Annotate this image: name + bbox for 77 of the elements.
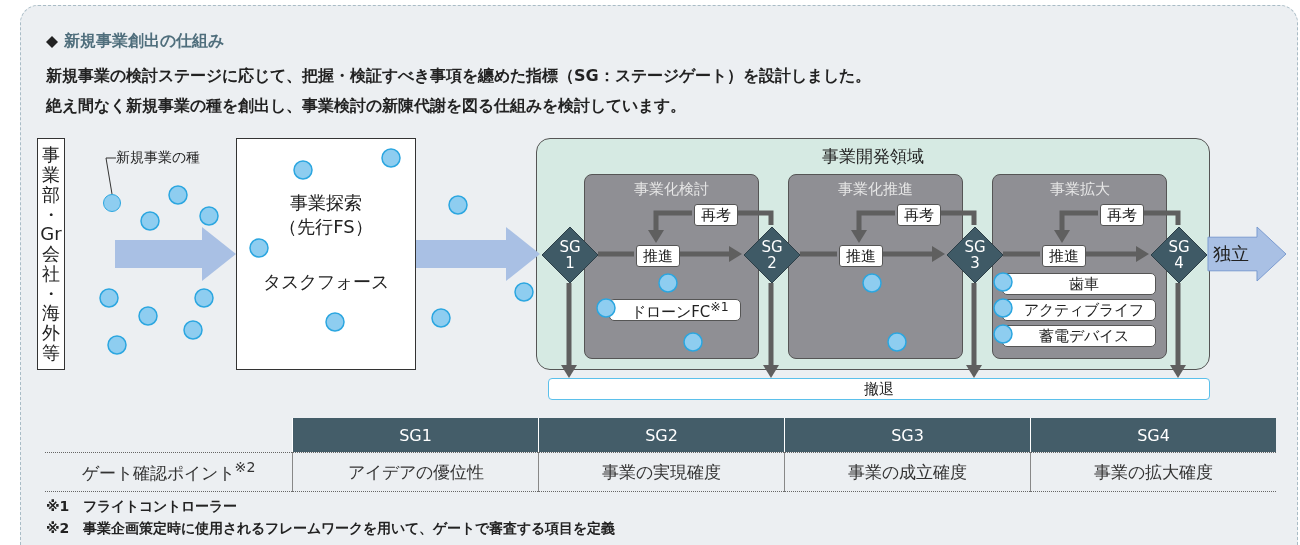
flow-arrow bbox=[561, 283, 577, 378]
block-arrow bbox=[115, 227, 236, 281]
region-title: 事業開発領域 bbox=[821, 145, 925, 168]
intro-text: 絶え間なく新規事業の種を創出し、事業検討の新陳代謝を図る仕組みを検討しています。 bbox=[46, 96, 686, 117]
action-box bbox=[1100, 204, 1144, 226]
flow-arrow bbox=[1084, 246, 1149, 262]
flow-arrow bbox=[678, 246, 742, 262]
leader-line bbox=[1003, 251, 1040, 257]
action-label: 推進 bbox=[1049, 246, 1079, 266]
stage-title: 事業化検討 bbox=[633, 180, 710, 199]
action-box bbox=[897, 204, 941, 226]
action-box bbox=[839, 245, 883, 267]
stage-panel bbox=[992, 174, 1167, 359]
stage-title: 事業化推進 bbox=[837, 180, 914, 199]
action-label: 推進 bbox=[643, 246, 673, 266]
flow-arrow bbox=[881, 246, 945, 262]
stage-title: 事業拡大 bbox=[1048, 180, 1111, 199]
stage-panel bbox=[584, 174, 759, 359]
gate-diamond bbox=[946, 226, 1004, 284]
flow-arrow bbox=[1054, 210, 1098, 243]
independence-arrow bbox=[1207, 226, 1287, 282]
source-box bbox=[37, 138, 65, 370]
project-tag bbox=[1002, 299, 1156, 321]
gate-label: SG 4 bbox=[1167, 238, 1191, 272]
source-label: 事業部・Gr会社・海外等 bbox=[39, 145, 63, 363]
footnote: ※2 事業企画策定時に使用されるフレームワークを用いて、ゲートで審査する項目を定義 bbox=[46, 520, 616, 538]
action-label: 推進 bbox=[846, 246, 876, 266]
exploration-box bbox=[236, 138, 416, 370]
flow-arrow bbox=[763, 283, 779, 378]
project-name: 歯車 bbox=[1069, 274, 1099, 294]
stage-panel bbox=[788, 174, 963, 359]
table-cell: 事業の実現確度 bbox=[538, 452, 784, 492]
withdrawal-bar bbox=[548, 378, 1210, 400]
table-cell: 事業の拡大確度 bbox=[1030, 452, 1276, 492]
gate-label: SG 3 bbox=[963, 238, 987, 272]
leader-line bbox=[800, 251, 837, 257]
gate-diamond bbox=[1150, 226, 1208, 284]
leader-line bbox=[105, 157, 117, 195]
project-tag bbox=[609, 299, 741, 321]
table-header-cell: SG4 bbox=[1030, 418, 1276, 452]
development-region bbox=[536, 138, 1210, 370]
action-box bbox=[694, 204, 738, 226]
flow-arrow bbox=[1170, 283, 1186, 378]
project-tag bbox=[1002, 273, 1156, 295]
box-subtitle: タスクフォース bbox=[263, 269, 389, 294]
seed-label: 新規事業の種 bbox=[116, 148, 226, 168]
table-header-cell: SG3 bbox=[784, 418, 1030, 452]
gate-diamond bbox=[743, 226, 801, 284]
action-box bbox=[636, 245, 680, 267]
action-label: 再考 bbox=[701, 205, 731, 225]
gate-label: SG 1 bbox=[558, 238, 582, 272]
table-header-cell: SG2 bbox=[538, 418, 784, 452]
table-cell: アイデアの優位性 bbox=[292, 452, 538, 492]
table-header-cell: SG1 bbox=[292, 418, 538, 452]
table-cell: 事業の成立確度 bbox=[784, 452, 1030, 492]
action-label: 再考 bbox=[1107, 205, 1137, 225]
project-name: アクティブライフ bbox=[1024, 300, 1144, 320]
intro-text: 新規事業の検討ステージに応じて、把握・検証すべき事項を纏めた指標（SG：ステージゲート）を設計しました。 bbox=[46, 66, 871, 87]
table-cell: ゲート確認ポイント$^{※2}$ bbox=[45, 452, 292, 492]
action-label: 再考 bbox=[904, 205, 934, 225]
project-name: 蓄電デバイス bbox=[1039, 326, 1129, 346]
project-name: ドローンFC$^{※1}$ bbox=[631, 298, 729, 322]
independence-label: 独立 bbox=[1213, 242, 1249, 266]
gate-label: SG 2 bbox=[760, 238, 784, 272]
leader-line bbox=[1142, 210, 1181, 225]
flow-arrow bbox=[851, 210, 895, 243]
leader-line bbox=[736, 210, 774, 225]
project-tag bbox=[1002, 325, 1156, 347]
leader-line bbox=[598, 251, 634, 257]
withdrawal-label: 撤退 bbox=[864, 379, 894, 399]
leader-line bbox=[939, 210, 977, 225]
footnote: ※1 フライトコントローラー bbox=[46, 498, 238, 516]
gate-diamond bbox=[541, 226, 599, 284]
action-box bbox=[1042, 245, 1086, 267]
section-title: 新規事業創出の仕組み bbox=[64, 31, 224, 52]
box-title: 事業探索（先行FS） bbox=[278, 191, 374, 240]
flow-arrow bbox=[648, 210, 692, 243]
